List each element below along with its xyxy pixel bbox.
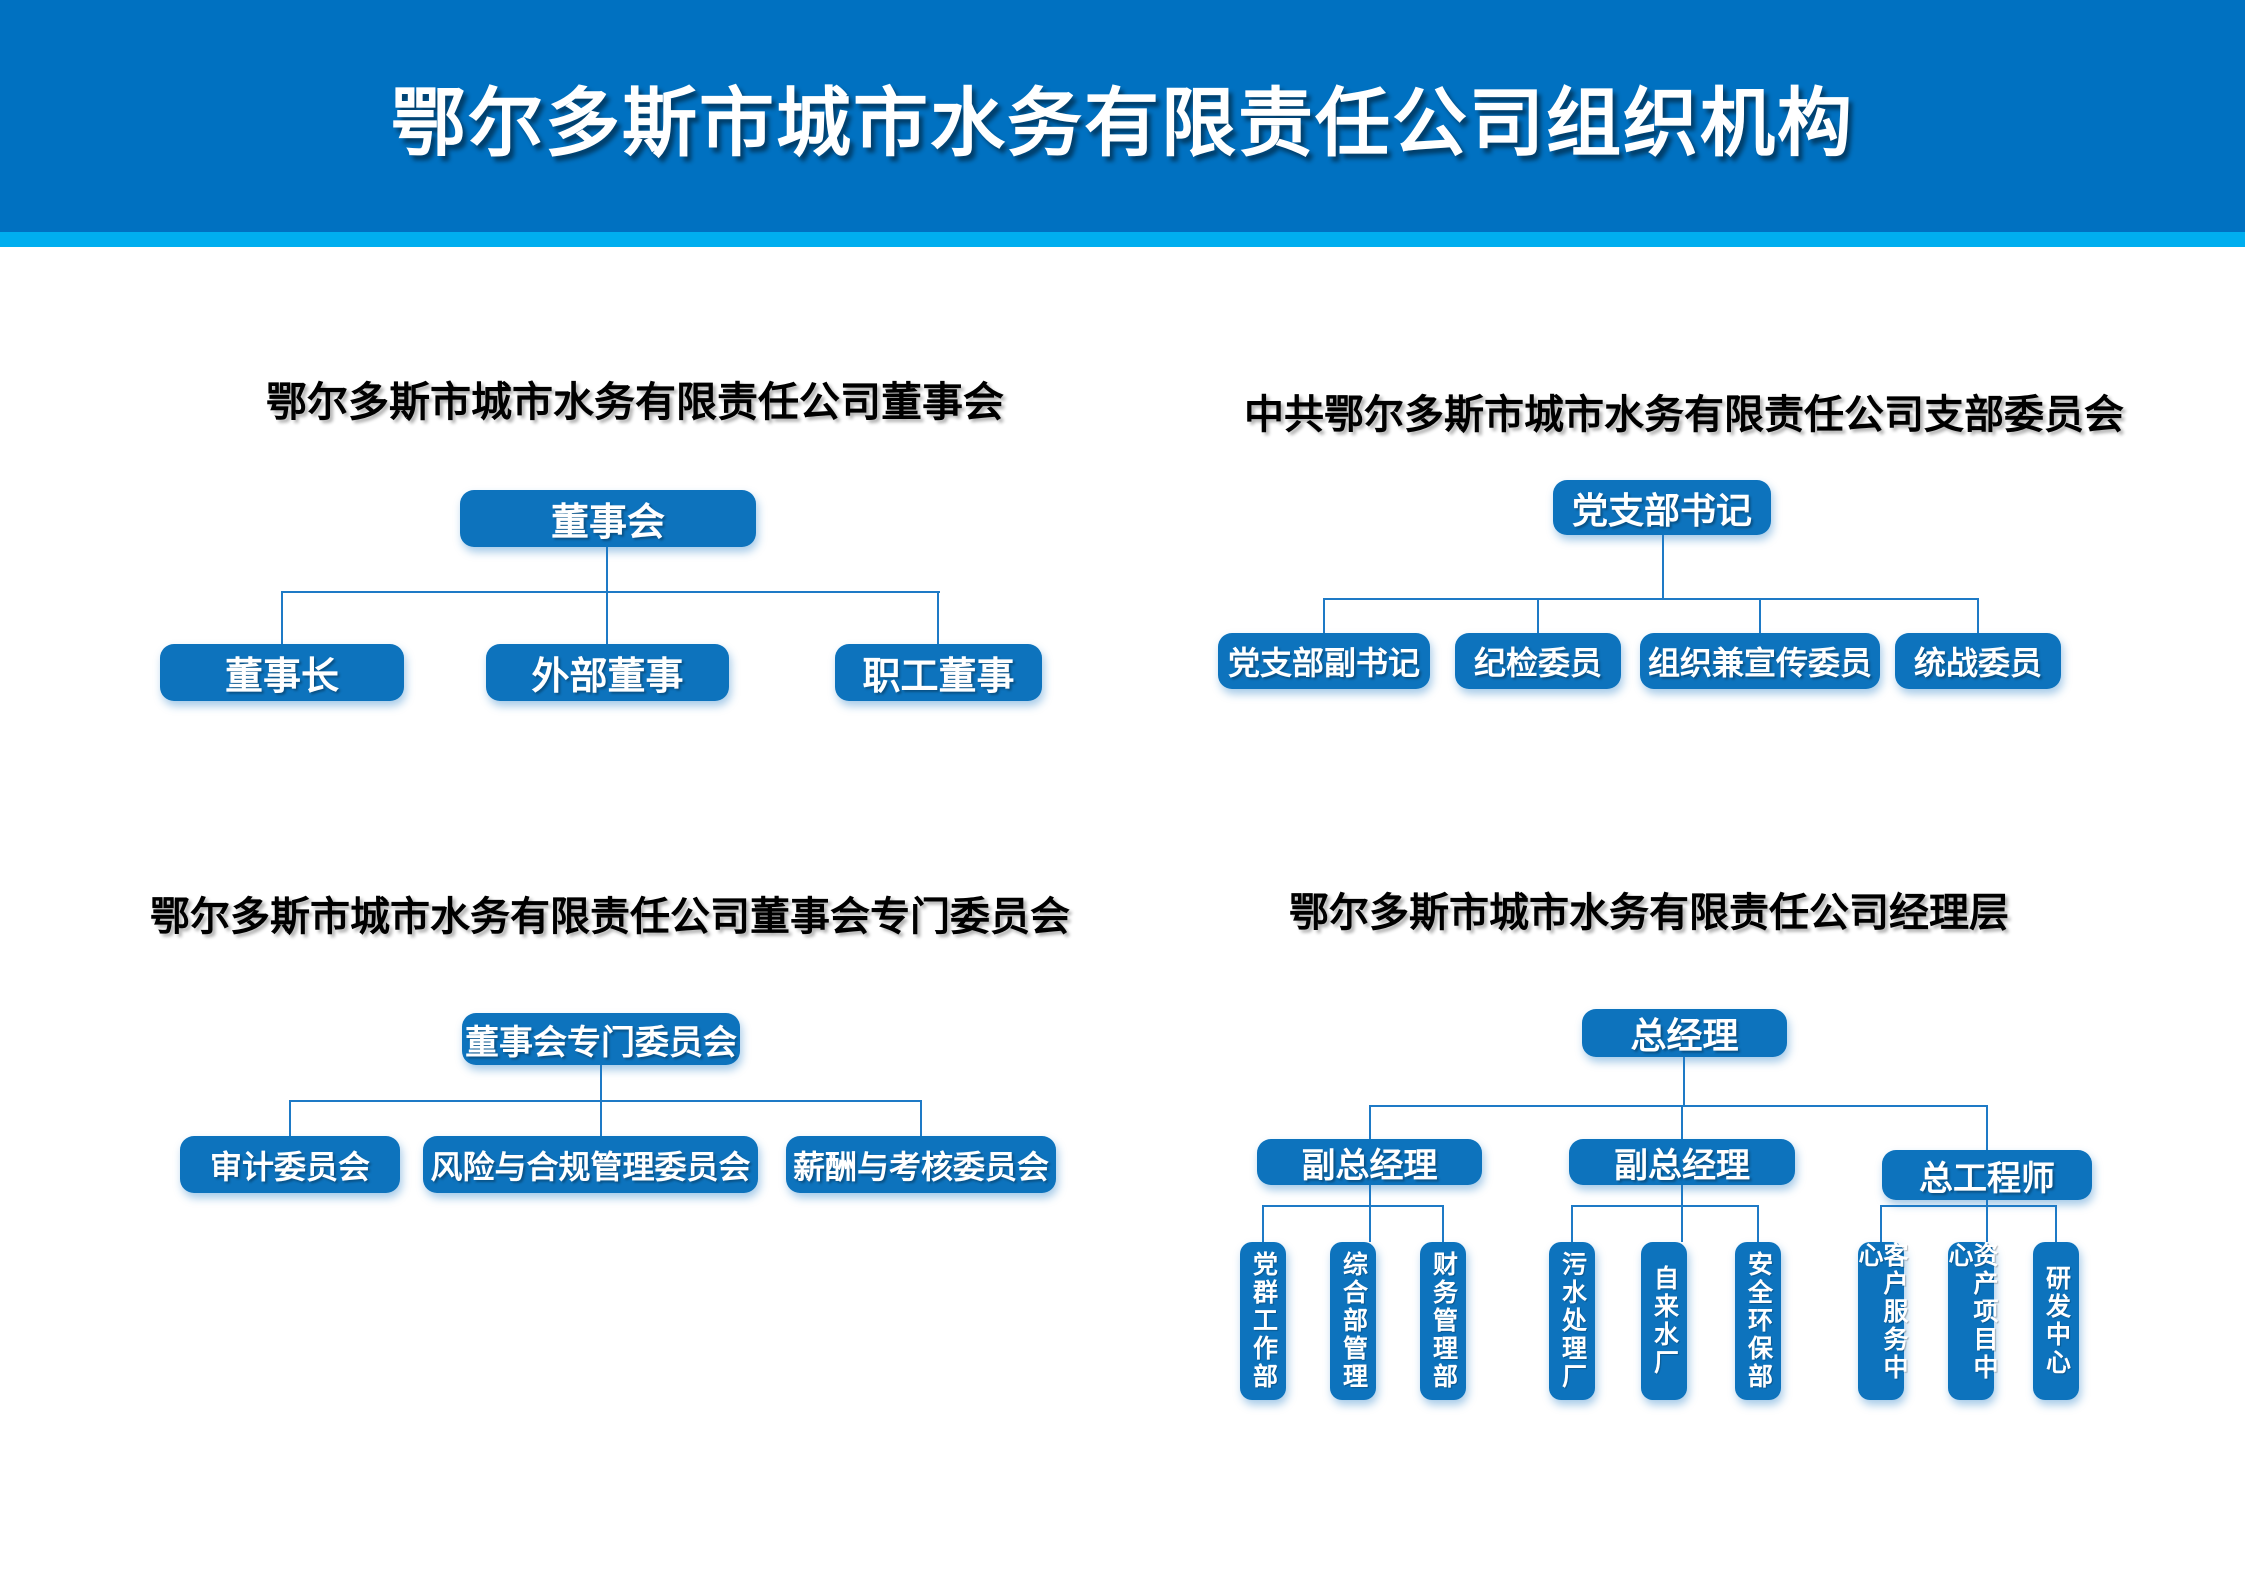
node-chairman: 董事长 (160, 644, 404, 701)
node-chief-engineer: 总工程师 (1882, 1150, 2092, 1200)
connector-line (1572, 1205, 1758, 1207)
node-employee-director: 职工董事 (835, 644, 1042, 701)
connector-line (281, 591, 283, 644)
node-special-committees: 董事会专门委员会 (462, 1013, 740, 1065)
node-deputy-general-manager-1: 副总经理 (1257, 1139, 1482, 1185)
node-audit-committee: 审计委员会 (180, 1136, 400, 1193)
connector-line (600, 1065, 602, 1100)
node-general-admin-dept: 综合部管理 (1330, 1242, 1376, 1400)
node-customer-service-center: 客户服务中心 (1855, 1242, 1908, 1400)
connector-line (1986, 1200, 1988, 1205)
node-compensation-appraisal-committee: 薪酬与考核委员会 (786, 1136, 1056, 1193)
connector-line (937, 591, 939, 644)
connector-line (1324, 598, 1978, 600)
connector-line (1369, 1185, 1371, 1205)
page-title: 鄂尔多斯市城市水务有限责任公司组织机构 (390, 80, 1854, 165)
connector-line (606, 591, 608, 644)
connector-line (1986, 1105, 1988, 1150)
connector-line (1571, 1205, 1573, 1242)
connector-line (1683, 1057, 1685, 1105)
connector-line (1759, 598, 1761, 633)
node-deputy-general-manager-2: 副总经理 (1569, 1139, 1795, 1185)
connector-line (282, 591, 940, 593)
node-deputy-party-secretary: 党支部副书记 (1218, 633, 1430, 689)
connector-line (1323, 598, 1325, 633)
connector-line (1263, 1205, 1443, 1207)
connector-line (1662, 535, 1664, 598)
node-party-masses-work-dept: 党群工作部 (1240, 1242, 1286, 1400)
node-united-front-member: 统战委员 (1895, 633, 2061, 689)
connector-line (1262, 1205, 1264, 1242)
connector-line (920, 1100, 922, 1136)
node-organization-publicity-member: 组织兼宣传委员 (1640, 633, 1880, 689)
node-rd-center: 研发中心 (2033, 1242, 2079, 1400)
connector-line (1757, 1205, 1759, 1242)
connector-line (1881, 1205, 2056, 1207)
node-sewage-treatment-plant: 污水处理厂 (1549, 1242, 1595, 1400)
connector-line (606, 547, 608, 591)
node-general-manager: 总经理 (1582, 1009, 1787, 1057)
connector-line (1977, 598, 1979, 633)
connector-line (1370, 1105, 1987, 1107)
node-waterworks-plant: 自来水厂 (1641, 1242, 1687, 1400)
node-discipline-inspection-member: 纪检委员 (1455, 633, 1621, 689)
node-party-secretary: 党支部书记 (1553, 480, 1771, 535)
node-asset-project-center: 资产项目中心 (1945, 1242, 1998, 1400)
node-finance-management-dept: 财务管理部 (1420, 1242, 1466, 1400)
connector-line (1880, 1205, 1882, 1242)
header-accent-strip (0, 232, 2245, 247)
header-banner: 鄂尔多斯市城市水务有限责任公司组织机构 (0, 0, 2245, 232)
node-safety-environment-dept: 安全环保部 (1735, 1242, 1781, 1400)
node-risk-compliance-committee: 风险与合规管理委员会 (423, 1136, 758, 1193)
node-external-director: 外部董事 (486, 644, 729, 701)
connector-line (1537, 598, 1539, 633)
connector-line (1442, 1205, 1444, 1242)
chart-title-management: 鄂尔多斯市城市水务有限责任公司经理层 (1289, 890, 2009, 935)
connector-line (1681, 1205, 1683, 1242)
connector-line (289, 1100, 291, 1136)
connector-line (1681, 1185, 1683, 1205)
chart-title-special-committees: 鄂尔多斯市城市水务有限责任公司董事会专门委员会 (150, 894, 1070, 939)
connector-line (600, 1100, 602, 1136)
connector-line (290, 1100, 921, 1102)
node-board: 董事会 (460, 490, 756, 547)
connector-line (1369, 1105, 1371, 1139)
chart-title-party-branch: 中共鄂尔多斯市城市水务有限责任公司支部委员会 (1244, 392, 2124, 437)
chart-title-board-of-directors: 鄂尔多斯市城市水务有限责任公司董事会 (266, 379, 1004, 425)
connector-line (2055, 1205, 2057, 1242)
connector-line (1681, 1105, 1683, 1139)
connector-line (1986, 1205, 1988, 1242)
connector-line (1369, 1205, 1371, 1242)
